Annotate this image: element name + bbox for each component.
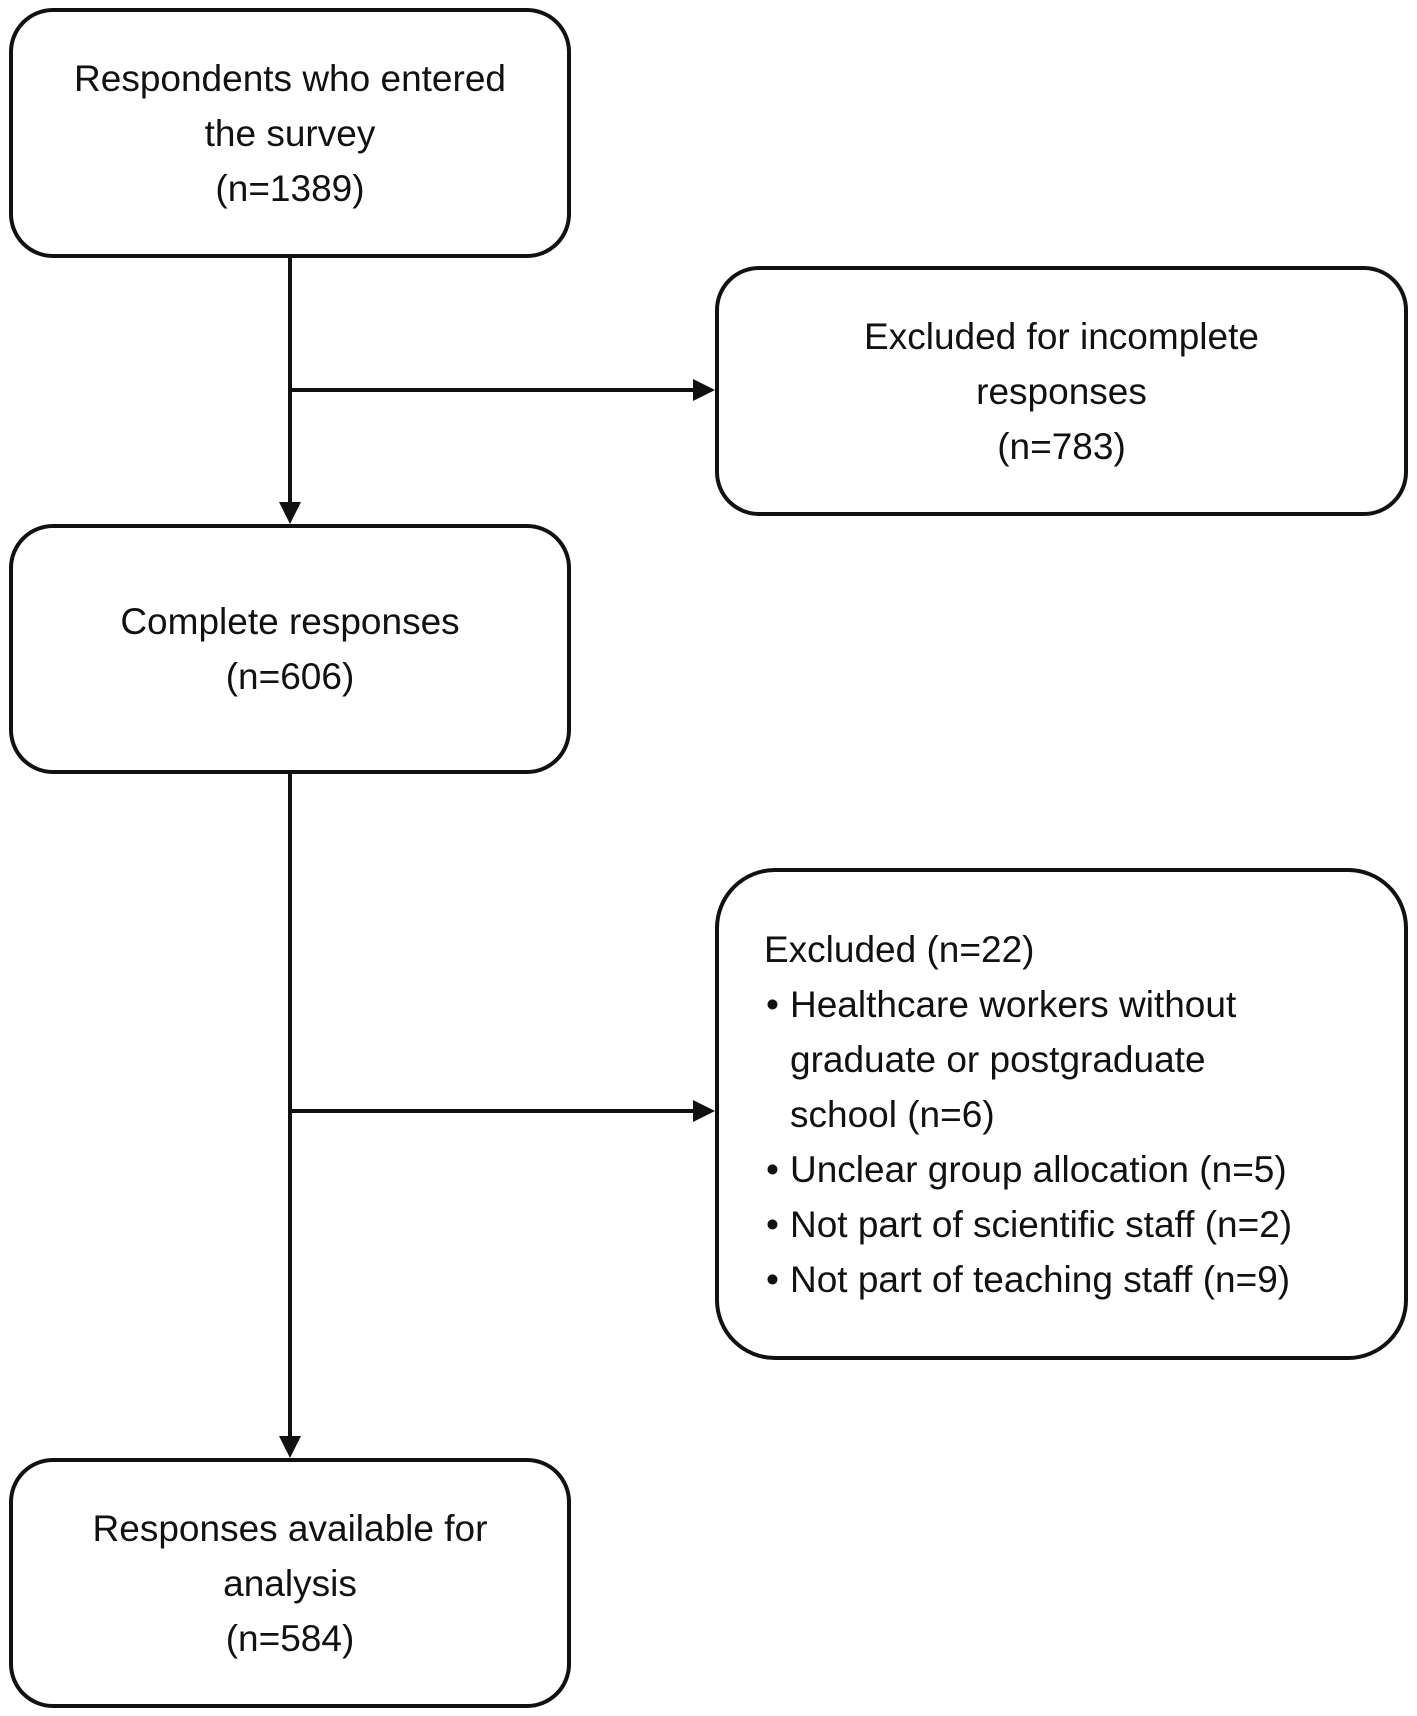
list-item-text: graduate or postgraduate — [790, 1038, 1206, 1080]
excluded-heading: Excluded (n=22) — [764, 928, 1035, 970]
list-item: • Not part of teaching staff (n=9) — [764, 1252, 1292, 1307]
exclusion-reasons-list: • Healthcare workers without graduate or… — [764, 977, 1292, 1307]
box-text-line: Complete responses — [120, 601, 460, 642]
box-excluded-incomplete: Excluded for incomplete responses (n=783… — [715, 266, 1408, 516]
box-excluded: Excluded (n=22) • Healthcare workers wit… — [715, 868, 1408, 1360]
box-responses-available: Responses available for analysis (n=584) — [9, 1458, 571, 1708]
box-count: (n=606) — [225, 656, 355, 697]
bullet-icon: • — [766, 983, 779, 1025]
list-item: • Unclear group allocation (n=5) — [764, 1142, 1292, 1197]
box-text-line: responses — [976, 370, 1147, 412]
bullet-icon: • — [766, 1258, 779, 1300]
box-text-line: the survey — [204, 112, 376, 154]
box-text-line: Excluded for incomplete — [864, 315, 1259, 357]
box-text-line: analysis — [223, 1562, 357, 1604]
box-complete-responses: Complete responses (n=606) — [9, 524, 571, 774]
list-item-text: Unclear group allocation (n=5) — [790, 1148, 1287, 1190]
box-count: (n=1389) — [215, 167, 365, 209]
list-item-text: Not part of scientific staff (n=2) — [790, 1203, 1293, 1245]
box-count: (n=584) — [225, 1617, 355, 1659]
box-text-line: Respondents who entered — [74, 57, 506, 99]
bullet-icon: • — [766, 1203, 779, 1245]
arrowhead-excluded-incomplete — [693, 379, 715, 401]
list-item-text: Not part of teaching staff (n=9) — [790, 1258, 1291, 1300]
list-item: • Not part of scientific staff (n=2) — [764, 1197, 1292, 1252]
box-respondents-entered: Respondents who entered the survey (n=13… — [9, 8, 571, 258]
list-item-text: school (n=6) — [790, 1093, 995, 1135]
list-item: • Healthcare workers without graduate or… — [764, 977, 1292, 1142]
arrowhead-available — [279, 1436, 301, 1458]
bullet-icon: • — [766, 1148, 779, 1190]
arrowhead-excluded — [693, 1100, 715, 1122]
list-item-text: Healthcare workers without — [790, 983, 1237, 1025]
box-count: (n=783) — [997, 425, 1126, 467]
box-text-line: Responses available for — [92, 1507, 488, 1549]
arrowhead-complete — [279, 502, 301, 524]
